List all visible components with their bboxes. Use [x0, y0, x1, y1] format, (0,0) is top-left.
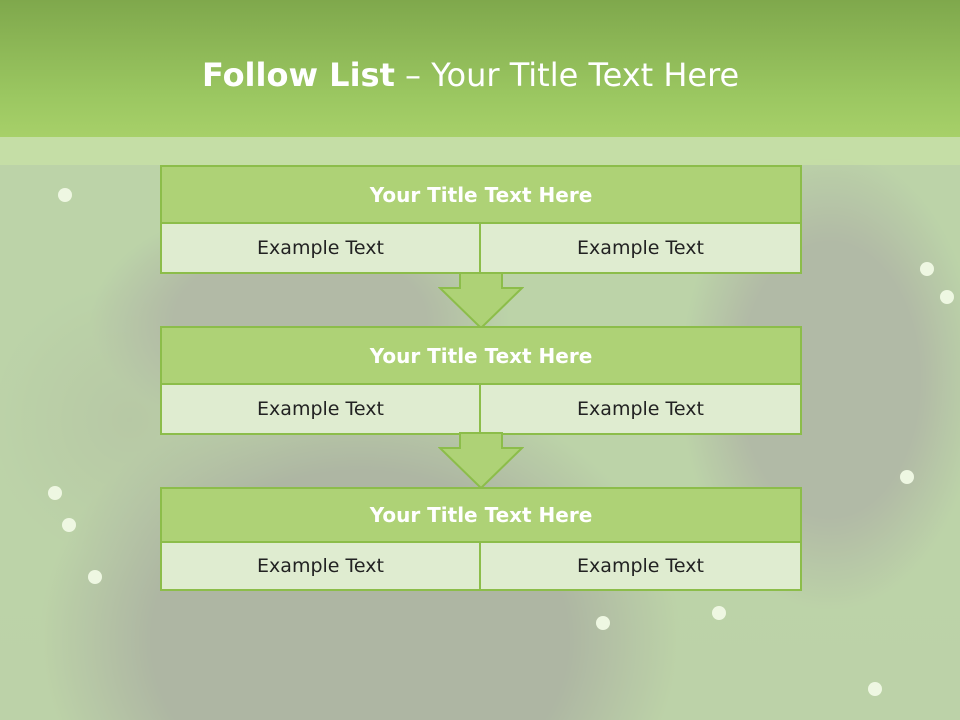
slide-title-bold: Follow List — [202, 56, 395, 94]
step-title: Your Title Text Here — [160, 326, 802, 385]
step-block-3: Your Title Text Here Example Text Exampl… — [160, 487, 802, 591]
step-cell-left: Example Text — [160, 224, 481, 274]
down-arrow-icon — [438, 272, 524, 330]
step-cell-right: Example Text — [481, 224, 802, 274]
step-row: Example Text Example Text — [160, 224, 802, 274]
step-block-2: Your Title Text Here Example Text Exampl… — [160, 326, 802, 435]
step-cell-left: Example Text — [160, 543, 481, 591]
step-cell-right: Example Text — [481, 385, 802, 435]
step-block-1: Your Title Text Here Example Text Exampl… — [160, 165, 802, 274]
step-cell-left: Example Text — [160, 385, 481, 435]
slide-title-rest: – Your Title Text Here — [394, 56, 740, 94]
step-row: Example Text Example Text — [160, 385, 802, 435]
step-title: Your Title Text Here — [160, 487, 802, 543]
step-row: Example Text Example Text — [160, 543, 802, 591]
title-bar — [0, 0, 960, 137]
slide-title: Follow List – Your Title Text Here — [202, 53, 739, 97]
down-arrow-icon — [438, 432, 524, 490]
step-cell-right: Example Text — [481, 543, 802, 591]
title-bar-shadow — [0, 137, 960, 165]
step-title: Your Title Text Here — [160, 165, 802, 224]
